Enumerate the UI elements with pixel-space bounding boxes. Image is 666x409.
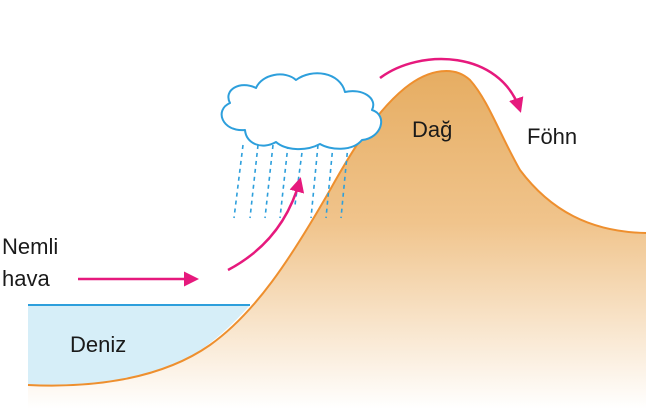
mountain-label: Dağ: [412, 117, 452, 142]
sea: [28, 305, 250, 386]
cloud: [220, 72, 383, 150]
humid-air-label-line1: Nemli: [2, 234, 58, 259]
rising-air-arrow: [227, 177, 305, 272]
sea-label: Deniz: [70, 332, 126, 357]
descending-air-arrow: [379, 57, 524, 113]
mountain-outline: [27, 69, 647, 387]
foehn-label: Föhn: [527, 124, 577, 149]
mountain: [28, 70, 646, 409]
humid-air-label-line2: hava: [2, 266, 50, 291]
